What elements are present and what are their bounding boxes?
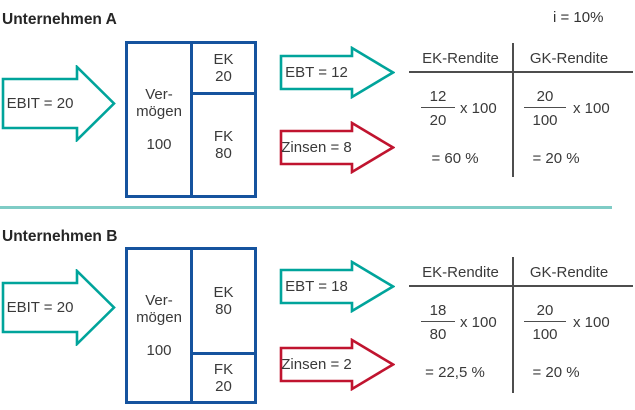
- equity-cell-b: EK 80: [193, 250, 254, 355]
- section-a-title: Unternehmen A: [2, 11, 117, 28]
- table-b-total-header: GK-Rendite: [529, 264, 609, 281]
- numerator: 18: [421, 302, 455, 322]
- table-a-total-result: = 20 %: [532, 150, 580, 167]
- table-a-header-underline: [409, 71, 633, 73]
- numerator: 12: [421, 88, 455, 108]
- debt-label: FK: [213, 361, 234, 378]
- ebit-arrow-a: EBIT = 20: [1, 65, 116, 142]
- ebit-arrow-b: EBIT = 20: [1, 269, 116, 346]
- debt-value: 20: [215, 378, 232, 395]
- asset-label-line1: Ver-: [145, 292, 173, 309]
- table-a-total-fraction: 20 100: [524, 88, 566, 129]
- section-b-title: Unternehmen B: [2, 228, 118, 245]
- zinsen-label-b: Zinsen = 2: [281, 356, 352, 373]
- asset-label-line2: mögen: [136, 309, 182, 326]
- table-a-equity-header: EK-Rendite: [422, 50, 499, 67]
- debt-label: FK: [213, 128, 234, 145]
- capital-column-b: EK 80 FK 20: [190, 250, 254, 401]
- debt-cell-b: FK 20: [193, 355, 254, 401]
- zinsen-label-a: Zinsen = 8: [281, 139, 352, 156]
- ebt-arrow-a: EBT = 12: [279, 46, 395, 99]
- right-arrow-icon: [279, 260, 395, 313]
- table-a-total-multiplier: x 100: [573, 100, 610, 117]
- table-a-equity-fraction: 12 20: [421, 88, 455, 129]
- asset-value: 100: [146, 342, 172, 359]
- right-arrow-icon: [279, 46, 395, 99]
- equity-label: EK: [213, 284, 234, 301]
- table-a-equity-result: = 60 %: [431, 150, 479, 167]
- table-b-total-multiplier: x 100: [573, 314, 610, 331]
- table-a-total-header: GK-Rendite: [529, 50, 609, 67]
- debt-cell-a: FK 80: [193, 95, 254, 195]
- interest-rate-note: i = 10%: [553, 9, 604, 26]
- table-b-equity-multiplier: x 100: [460, 314, 497, 331]
- section-divider-line: [0, 206, 612, 209]
- capital-column-a: EK 20 FK 80: [190, 44, 254, 195]
- table-b-equity-result: = 22,5 %: [425, 364, 485, 381]
- table-b-total-result: = 20 %: [532, 364, 580, 381]
- ebt-arrow-b: EBT = 18: [279, 260, 395, 313]
- denominator: 100: [532, 112, 558, 129]
- table-b-header-underline: [409, 285, 633, 287]
- table-b-total-fraction: 20 100: [524, 302, 566, 343]
- right-arrow-icon: [279, 338, 395, 391]
- numerator: 20: [524, 88, 566, 108]
- zinsen-arrow-b: Zinsen = 2: [279, 338, 395, 391]
- table-a-equity-multiplier: x 100: [460, 100, 497, 117]
- denominator: 20: [429, 112, 447, 129]
- denominator: 100: [532, 326, 558, 343]
- denominator: 80: [429, 326, 447, 343]
- assets-cell-b: Ver- mögen 100: [128, 250, 190, 401]
- assets-cell-a: Ver- mögen 100: [128, 44, 190, 195]
- equity-cell-a: EK 20: [193, 44, 254, 95]
- asset-value: 100: [146, 136, 172, 153]
- balance-box-b: Ver- mögen 100 EK 80 FK 20: [125, 247, 257, 404]
- ebit-label-a: EBIT = 20: [6, 95, 74, 112]
- asset-label-line1: Ver-: [145, 86, 173, 103]
- table-a-column-divider: [512, 43, 514, 177]
- balance-box-a: Ver- mögen 100 EK 20 FK 80: [125, 41, 257, 198]
- equity-value: 80: [215, 301, 232, 318]
- ebit-label-b: EBIT = 20: [6, 299, 74, 316]
- asset-label-line2: mögen: [136, 103, 182, 120]
- right-arrow-icon: [1, 65, 116, 142]
- ebt-label-a: EBT = 12: [285, 64, 348, 81]
- table-b-column-divider: [512, 257, 514, 393]
- equity-value: 20: [215, 68, 232, 85]
- right-arrow-icon: [279, 121, 395, 174]
- table-b-equity-header: EK-Rendite: [422, 264, 499, 281]
- table-b-equity-fraction: 18 80: [421, 302, 455, 343]
- right-arrow-icon: [1, 269, 116, 346]
- zinsen-arrow-a: Zinsen = 8: [279, 121, 395, 174]
- numerator: 20: [524, 302, 566, 322]
- equity-label: EK: [213, 51, 234, 68]
- debt-value: 80: [215, 145, 232, 162]
- ebt-label-b: EBT = 18: [285, 278, 348, 295]
